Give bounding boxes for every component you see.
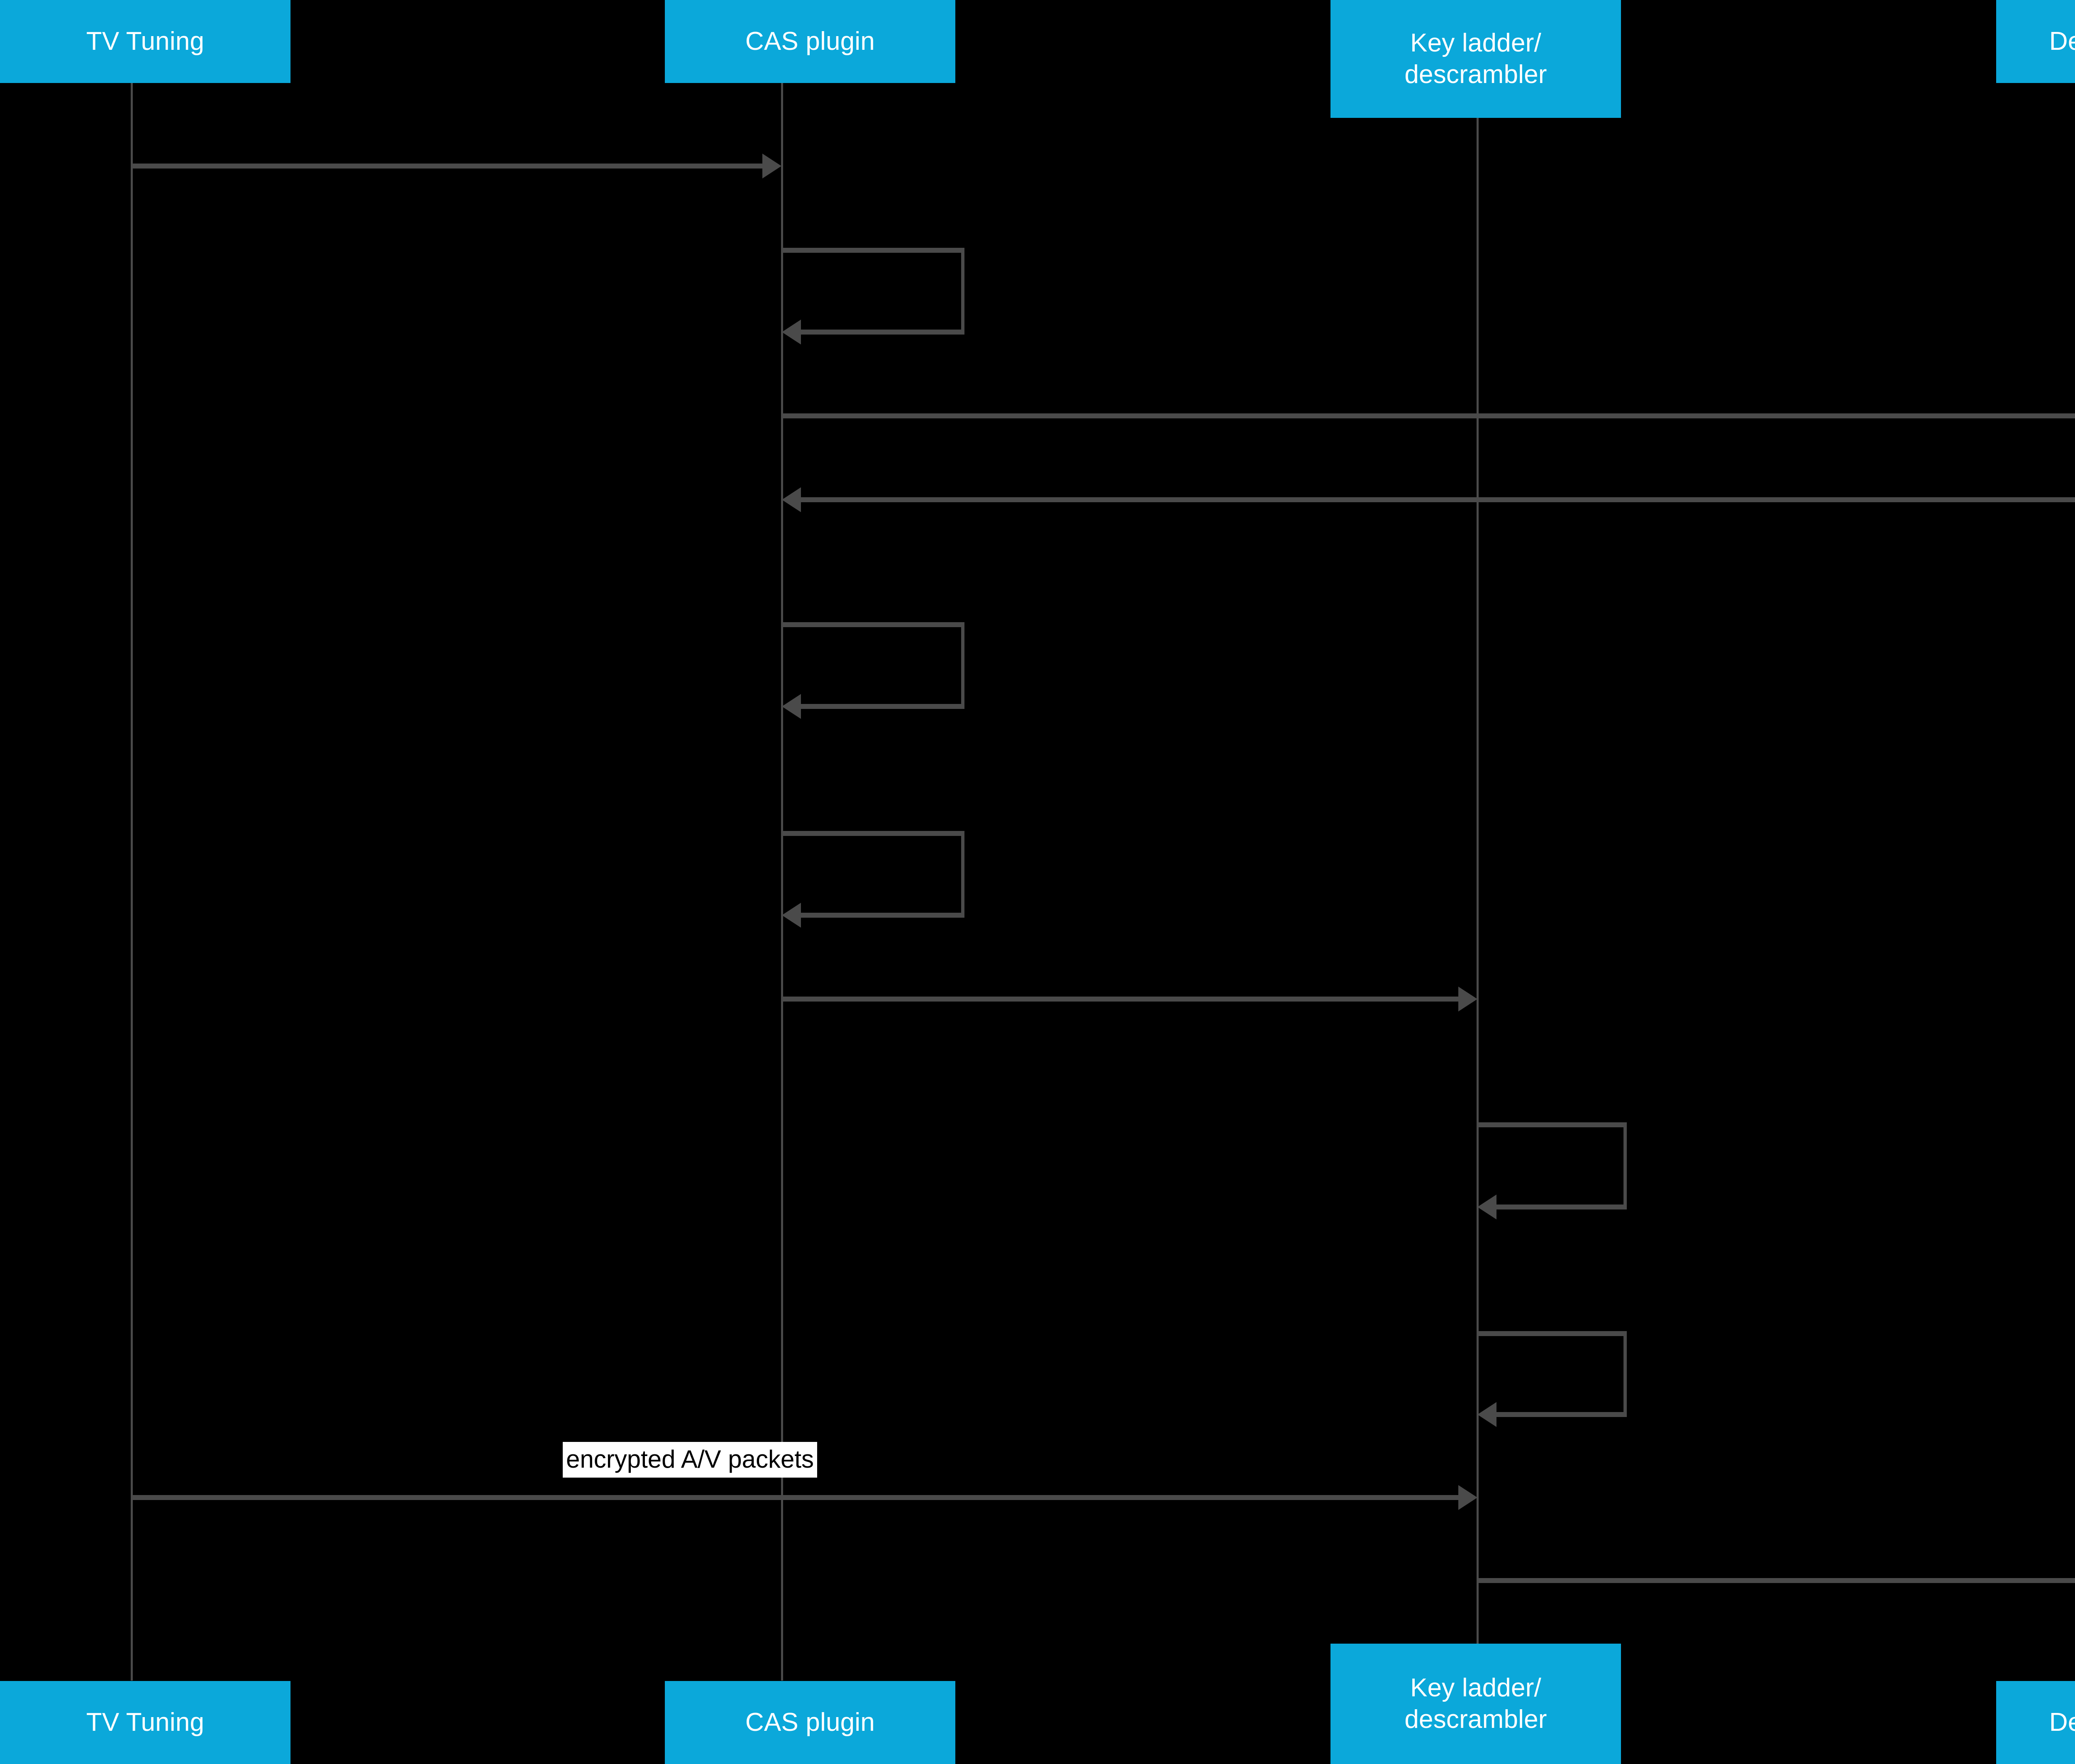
actor-header-key-ladder[interactable]: Key ladder/ descrambler [1330,0,1621,118]
message-line-m3 [782,413,2075,418]
message-line-m8-right [1623,1122,1627,1207]
arrow-head-m10 [1458,1485,1477,1510]
lifeline-key-ladder [1477,118,1479,1644]
message-line-m7 [782,997,1458,1002]
arrow-head-m5 [782,694,801,719]
lifeline-cas-plugin [781,83,783,1681]
message-line-m8-top [1477,1122,1627,1127]
actor-footer-key-ladder[interactable]: Key ladder/ descrambler [1330,1644,1621,1764]
arrow-head-m1 [762,154,781,178]
message-line-m11 [1477,1578,2075,1583]
message-line-m6-top [782,831,964,836]
message-line-m10 [132,1495,1458,1500]
message-line-m2-bottom [801,330,964,335]
actor-header-tv-tuning[interactable]: TV Tuning [0,0,290,83]
message-line-m1 [132,164,762,169]
message-label-encrypted-av-packets: encrypted A/V packets [563,1442,818,1478]
message-line-m6-right [961,831,964,915]
message-line-m8-bottom [1496,1205,1627,1209]
arrow-head-m6 [782,903,801,928]
arrow-head-m4 [782,487,801,512]
actor-footer-decode-display[interactable]: Decode, display [1996,1681,2075,1764]
actor-footer-tv-tuning[interactable]: TV Tuning [0,1681,290,1764]
actor-header-decode-display[interactable]: Decode, display [1996,0,2075,83]
message-line-m5-top [782,622,964,627]
arrow-head-m9 [1477,1402,1496,1427]
message-line-m4 [801,497,2075,502]
arrow-head-m7 [1458,987,1477,1011]
actor-header-cas-plugin[interactable]: CAS plugin [665,0,955,83]
message-line-m9-top [1477,1331,1627,1336]
actor-footer-cas-plugin[interactable]: CAS plugin [665,1681,955,1764]
lifeline-tv-tuning [131,83,133,1681]
message-line-m2-top [782,248,964,253]
message-line-m5-bottom [801,704,964,709]
message-line-m6-bottom [801,913,964,918]
message-line-m9-bottom [1496,1412,1627,1417]
message-line-m5-right [961,622,964,706]
arrow-head-m2 [782,320,801,344]
arrow-head-m8 [1477,1195,1496,1219]
message-line-m2-right [961,248,964,332]
message-line-m9-right [1623,1331,1627,1415]
